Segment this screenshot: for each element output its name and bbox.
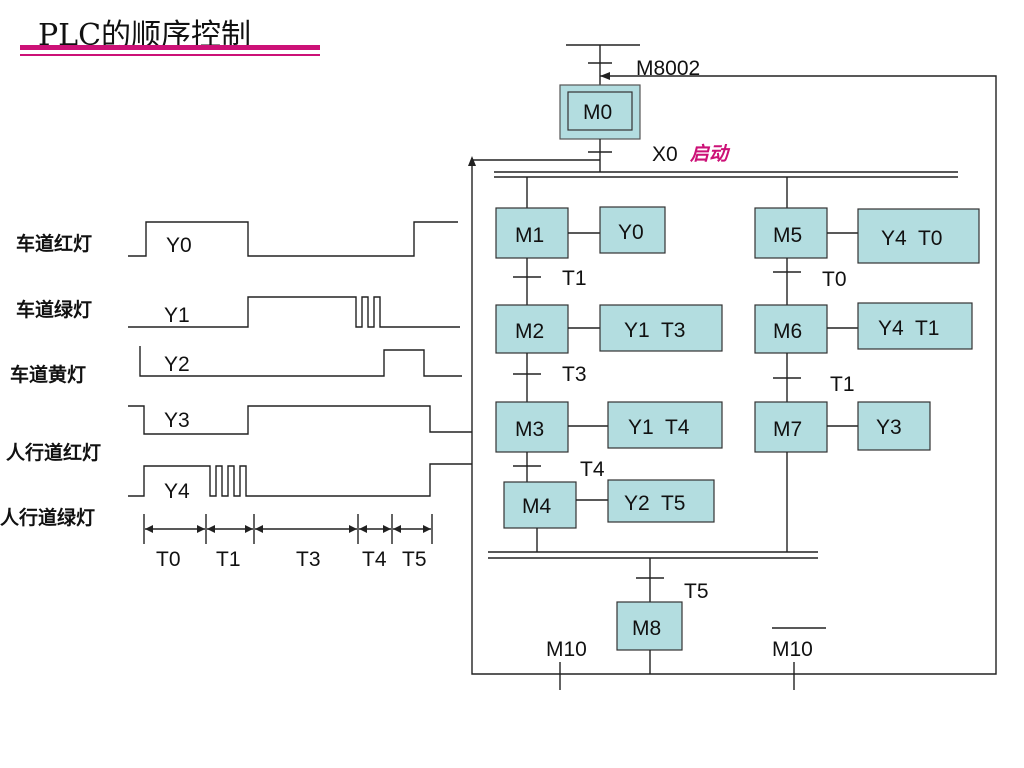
step-m3-label: M3 bbox=[515, 418, 544, 441]
action-m3-label: Y1 T4 bbox=[628, 416, 690, 439]
signal-y0: Y0 bbox=[166, 234, 192, 257]
t56-label: T0 bbox=[822, 268, 847, 291]
step-m8 bbox=[616, 601, 683, 651]
step-m2-label: M2 bbox=[515, 320, 544, 343]
timing-diagram: 车道红灯 车道绿灯 车道黄灯 人行道红灯 人行道绿灯 Y0 Y1 Y2 Y3 Y… bbox=[0, 221, 472, 571]
interval-t1: T1 bbox=[216, 548, 241, 571]
loop-arrow-head-left bbox=[468, 156, 476, 166]
action-m7-label: Y3 bbox=[876, 416, 902, 439]
waveform-y4 bbox=[128, 463, 472, 497]
step-m0-label: M0 bbox=[583, 101, 612, 124]
step-m4-label: M4 bbox=[522, 495, 551, 518]
t12-label: T1 bbox=[562, 267, 587, 290]
signal-y3: Y3 bbox=[164, 409, 190, 432]
step-m7-label: M7 bbox=[773, 418, 802, 441]
m8002-label: M8002 bbox=[636, 57, 700, 80]
waveform-y1 bbox=[128, 296, 460, 328]
step-m8-label: M8 bbox=[632, 617, 661, 640]
action-m2 bbox=[599, 304, 723, 352]
interval-t3: T3 bbox=[296, 548, 321, 571]
t67-label: T1 bbox=[830, 373, 855, 396]
signal-y1: Y1 bbox=[164, 304, 190, 327]
action-m4-label: Y2 T5 bbox=[624, 492, 685, 515]
step-m7 bbox=[754, 401, 828, 453]
step-m4 bbox=[503, 481, 577, 529]
action-m1-label: Y0 bbox=[618, 221, 644, 244]
waveform-y2 bbox=[139, 346, 462, 377]
action-m4 bbox=[607, 479, 715, 523]
action-m3 bbox=[607, 401, 723, 449]
interval-t5: T5 bbox=[402, 548, 427, 571]
step-m6 bbox=[754, 304, 828, 354]
action-m5 bbox=[857, 208, 980, 264]
interval-t0: T0 bbox=[156, 548, 181, 571]
title-underline-thin bbox=[20, 54, 320, 56]
start-note: 启动 bbox=[689, 143, 731, 165]
t-merge-label: T5 bbox=[684, 580, 709, 603]
interval-ticks bbox=[143, 514, 433, 544]
signal-y2: Y2 bbox=[164, 353, 190, 376]
waveform-y0 bbox=[128, 221, 458, 257]
action-m7 bbox=[857, 401, 931, 451]
t34-label: T4 bbox=[580, 458, 605, 481]
step-m5-label: M5 bbox=[773, 224, 802, 247]
action-m5-label: Y4 T0 bbox=[881, 227, 942, 250]
row-label-lane-yellow: 车道黄灯 bbox=[10, 363, 86, 386]
step-m1-label: M1 bbox=[515, 224, 544, 247]
step-m2 bbox=[495, 304, 569, 354]
loop-arrow-head-top bbox=[600, 72, 610, 80]
waveform-y3 bbox=[128, 405, 472, 435]
row-label-ped-green: 人行道绿灯 bbox=[0, 506, 95, 529]
loop-frame bbox=[471, 75, 997, 675]
action-m1 bbox=[599, 206, 666, 254]
m10-contact-right: M10 bbox=[772, 638, 813, 661]
row-label-ped-red: 人行道红灯 bbox=[6, 441, 101, 464]
step-m6-label: M6 bbox=[773, 320, 802, 343]
action-m6 bbox=[857, 302, 973, 350]
title-underline-thick bbox=[20, 45, 320, 50]
action-m2-label: Y1 T3 bbox=[624, 319, 685, 342]
action-m6-label: Y4 T1 bbox=[878, 317, 939, 340]
step-m1 bbox=[495, 207, 569, 259]
sfc-diagram: M8002 M0 X0 启动 M1 Y0 T1 M2 Y1 T3 T3 M3 bbox=[468, 44, 997, 690]
interval-t4: T4 bbox=[362, 548, 387, 571]
interval-arrows bbox=[145, 525, 431, 533]
step-m3 bbox=[495, 401, 569, 453]
signal-y4: Y4 bbox=[164, 480, 190, 503]
x0-label: X0 bbox=[652, 143, 678, 166]
step-m5 bbox=[754, 207, 828, 259]
t23-label: T3 bbox=[562, 363, 587, 386]
step-m0 bbox=[567, 91, 633, 131]
row-label-lane-red: 车道红灯 bbox=[16, 232, 92, 255]
m10-contact-left: M10 bbox=[546, 638, 587, 661]
row-label-lane-green: 车道绿灯 bbox=[16, 298, 92, 321]
